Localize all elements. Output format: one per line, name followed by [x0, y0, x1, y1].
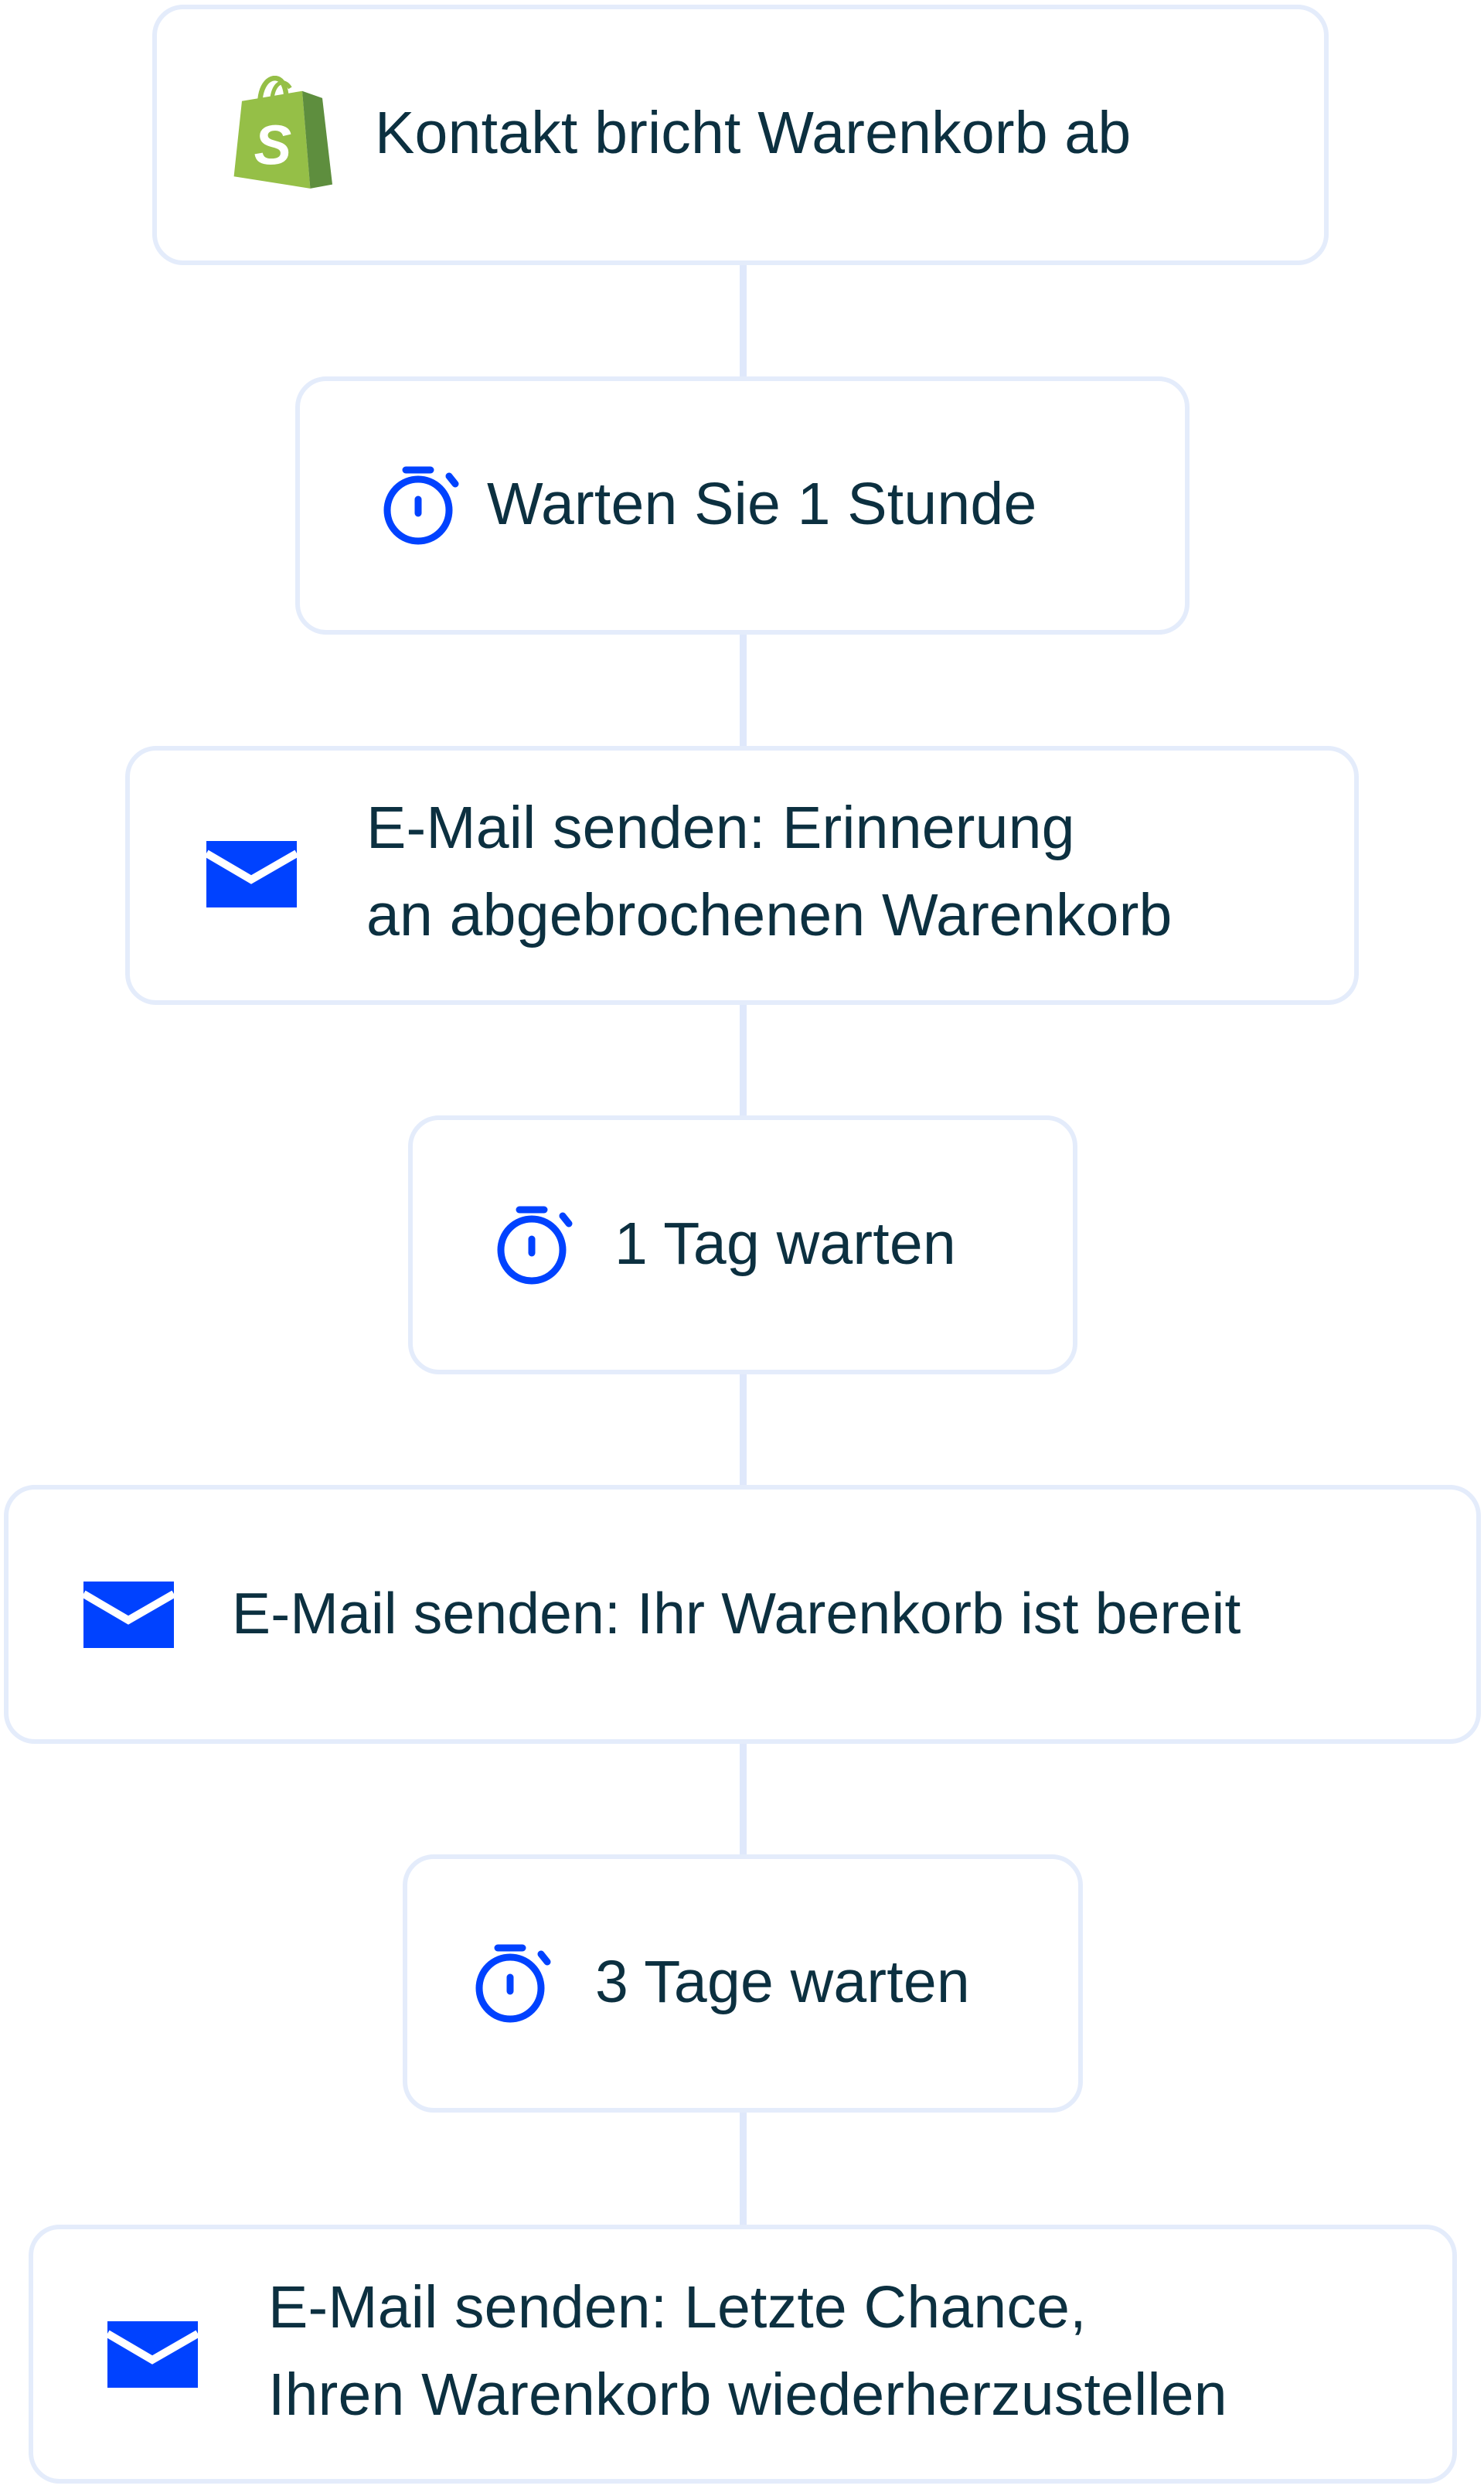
- stopwatch-icon: [475, 1944, 551, 2023]
- email-node-reminder[interactable]: [125, 746, 1359, 1005]
- step-label-line2: an abgebrochenen Warenkorb: [366, 882, 1173, 948]
- step-label-line1: E-Mail senden: Letzte Chance,: [268, 2274, 1087, 2341]
- connector-line: [740, 1003, 747, 1119]
- step-label-line1: E-Mail senden: Erinnerung: [366, 795, 1075, 861]
- stopwatch-icon: [383, 466, 459, 545]
- connector-line: [740, 1372, 747, 1488]
- wait-node-3-days[interactable]: [403, 1854, 1083, 2113]
- step-label: 1 Tag warten: [614, 1210, 956, 1277]
- step-label: Warten Sie 1 Stunde: [487, 471, 1037, 537]
- email-node-last-chance[interactable]: [29, 2225, 1457, 2484]
- svg-text:S: S: [254, 114, 292, 177]
- step-label-line2: Ihren Warenkorb wiederherzustellen: [268, 2361, 1227, 2428]
- step-label: E-Mail senden: Ihr Warenkorb ist bereit: [232, 1581, 1241, 1646]
- envelope-icon: [206, 841, 297, 907]
- connector-line: [740, 632, 747, 748]
- step-label: 3 Tage warten: [595, 1949, 970, 2015]
- envelope-icon: [107, 2321, 198, 2388]
- trigger-node-cart-abandoned[interactable]: [152, 5, 1329, 265]
- connector-line: [740, 2110, 747, 2226]
- connector-line: [740, 263, 747, 379]
- wait-node-1-day[interactable]: [408, 1115, 1077, 1374]
- shopify-bag-icon: S: [233, 76, 332, 189]
- envelope-icon: [83, 1582, 174, 1648]
- wait-node-1-hour[interactable]: [295, 376, 1190, 635]
- stopwatch-icon: [497, 1206, 573, 1285]
- email-node-cart-ready[interactable]: [4, 1485, 1481, 1744]
- connector-line: [740, 1742, 747, 1857]
- step-label: Kontakt bricht Warenkorb ab: [375, 100, 1132, 166]
